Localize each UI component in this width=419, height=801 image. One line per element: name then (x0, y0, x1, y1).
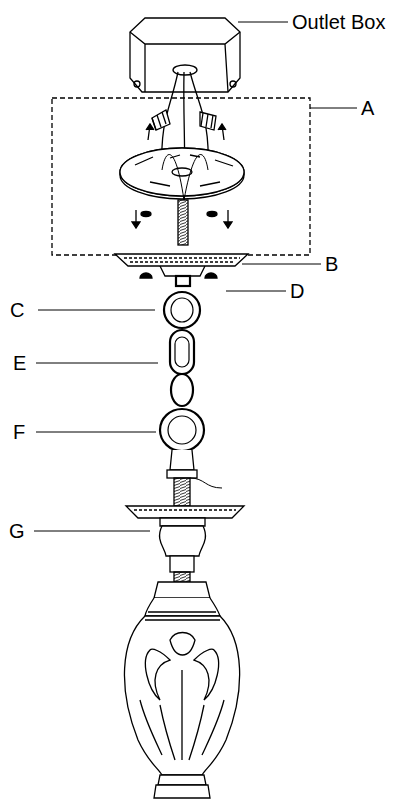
leader-lines (34, 22, 357, 531)
assembly-outline (52, 98, 310, 255)
canopy (115, 254, 248, 278)
mounting-screws (132, 210, 232, 228)
callout-letter: E (12, 353, 27, 373)
callout-letter: F (12, 422, 26, 442)
part-name: Outlet Box (291, 12, 386, 32)
outlet-box (130, 18, 240, 92)
loop-and-rod (167, 450, 222, 506)
threaded-nipple (178, 200, 188, 245)
callout-letter: C (9, 300, 25, 320)
pendant-body (124, 506, 244, 798)
callout-letter: D (289, 281, 305, 301)
chain (160, 276, 204, 451)
mounting-plate (120, 148, 244, 200)
callout-letter: G (8, 521, 26, 541)
callout-letter: A (360, 98, 375, 118)
callout-letter: B (324, 254, 339, 274)
